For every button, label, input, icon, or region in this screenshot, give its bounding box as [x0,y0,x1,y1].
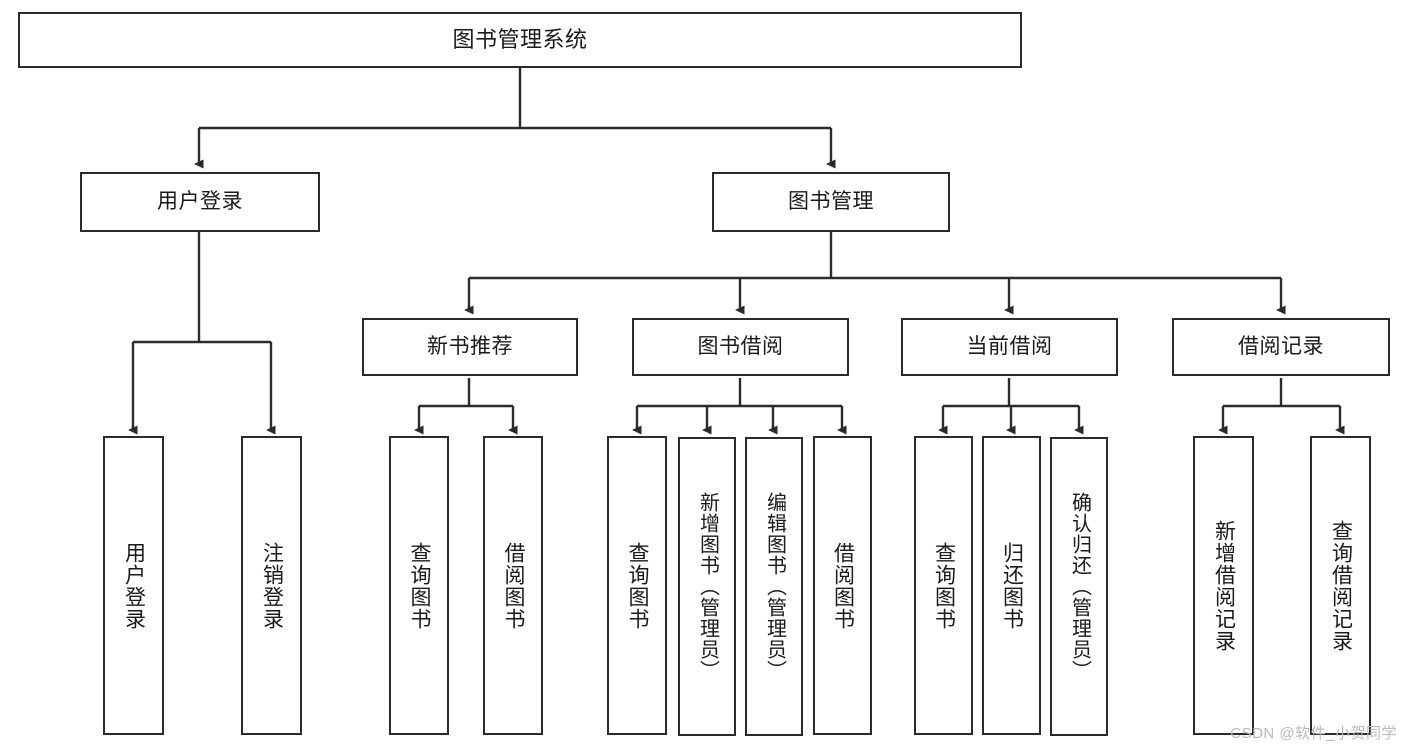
node-label: 图书管理 [788,190,874,214]
node-label: 借阅图书 [831,541,855,630]
node-label: 图书管理系统 [452,26,588,52]
node-current-borrow[interactable]: 当前借阅 [901,318,1118,376]
node-root-system[interactable]: 图书管理系统 [18,12,1022,68]
node-label: 新增借阅记录 [1212,519,1236,652]
node-label: 借阅图书 [502,541,526,630]
node-label: 新增图书（管理员） [696,492,719,681]
leaf-search-borrow-record[interactable]: 查询借阅记录 [1310,436,1371,735]
watermark-text: CSDN @软件_小贺同学 [1230,725,1397,742]
leaf-add-borrow-record[interactable]: 新增借阅记录 [1193,436,1254,735]
leaf-edit-book-admin[interactable]: 编辑图书（管理员） [745,437,803,736]
leaf-borrow-book[interactable]: 借阅图书 [813,436,872,735]
node-label: 确认归还（管理员） [1068,492,1091,681]
leaf-add-book-admin[interactable]: 新增图书（管理员） [678,437,736,736]
leaf-recommend-search-book[interactable]: 查询图书 [389,436,449,735]
node-label: 编辑图书（管理员） [763,492,786,681]
node-label: 借阅记录 [1238,335,1324,359]
node-label: 归还图书 [1000,541,1024,630]
node-new-book-recommend[interactable]: 新书推荐 [362,318,578,376]
node-label: 当前借阅 [966,335,1053,359]
leaf-borrow-search-book[interactable]: 查询图书 [607,436,667,735]
node-label: 注销登录 [260,541,284,630]
node-book-management[interactable]: 图书管理 [712,172,950,232]
node-label: 用户登录 [122,541,146,630]
leaf-return-book[interactable]: 归还图书 [982,436,1041,735]
node-label: 查询图书 [932,541,956,630]
node-label: 查询图书 [626,541,650,630]
node-borrow-record[interactable]: 借阅记录 [1172,318,1390,376]
node-label: 查询图书 [408,541,432,630]
leaf-user-login[interactable]: 用户登录 [103,436,164,735]
leaf-confirm-return-admin[interactable]: 确认归还（管理员） [1050,437,1108,736]
node-label: 图书借阅 [697,335,784,359]
leaf-current-search-book[interactable]: 查询图书 [914,436,973,735]
node-user-login[interactable]: 用户登录 [80,172,320,232]
node-label: 新书推荐 [427,335,513,359]
node-label: 查询借阅记录 [1329,519,1353,652]
leaf-recommend-borrow-book[interactable]: 借阅图书 [483,436,543,735]
node-book-borrow[interactable]: 图书借阅 [632,318,849,376]
node-label: 用户登录 [157,190,243,214]
leaf-logout[interactable]: 注销登录 [241,436,302,735]
